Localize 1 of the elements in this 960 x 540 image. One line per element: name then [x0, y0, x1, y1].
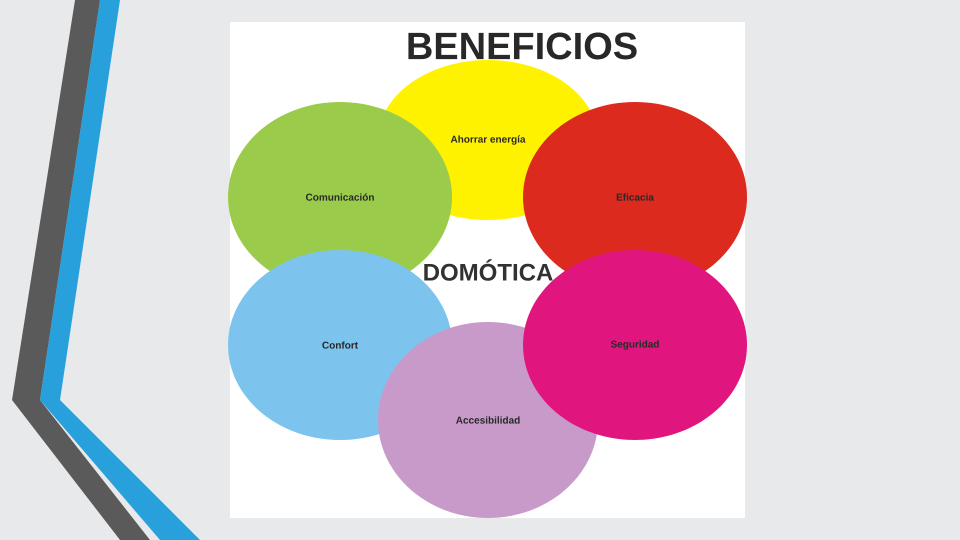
title: BENEFICIOS: [408, 32, 637, 60]
